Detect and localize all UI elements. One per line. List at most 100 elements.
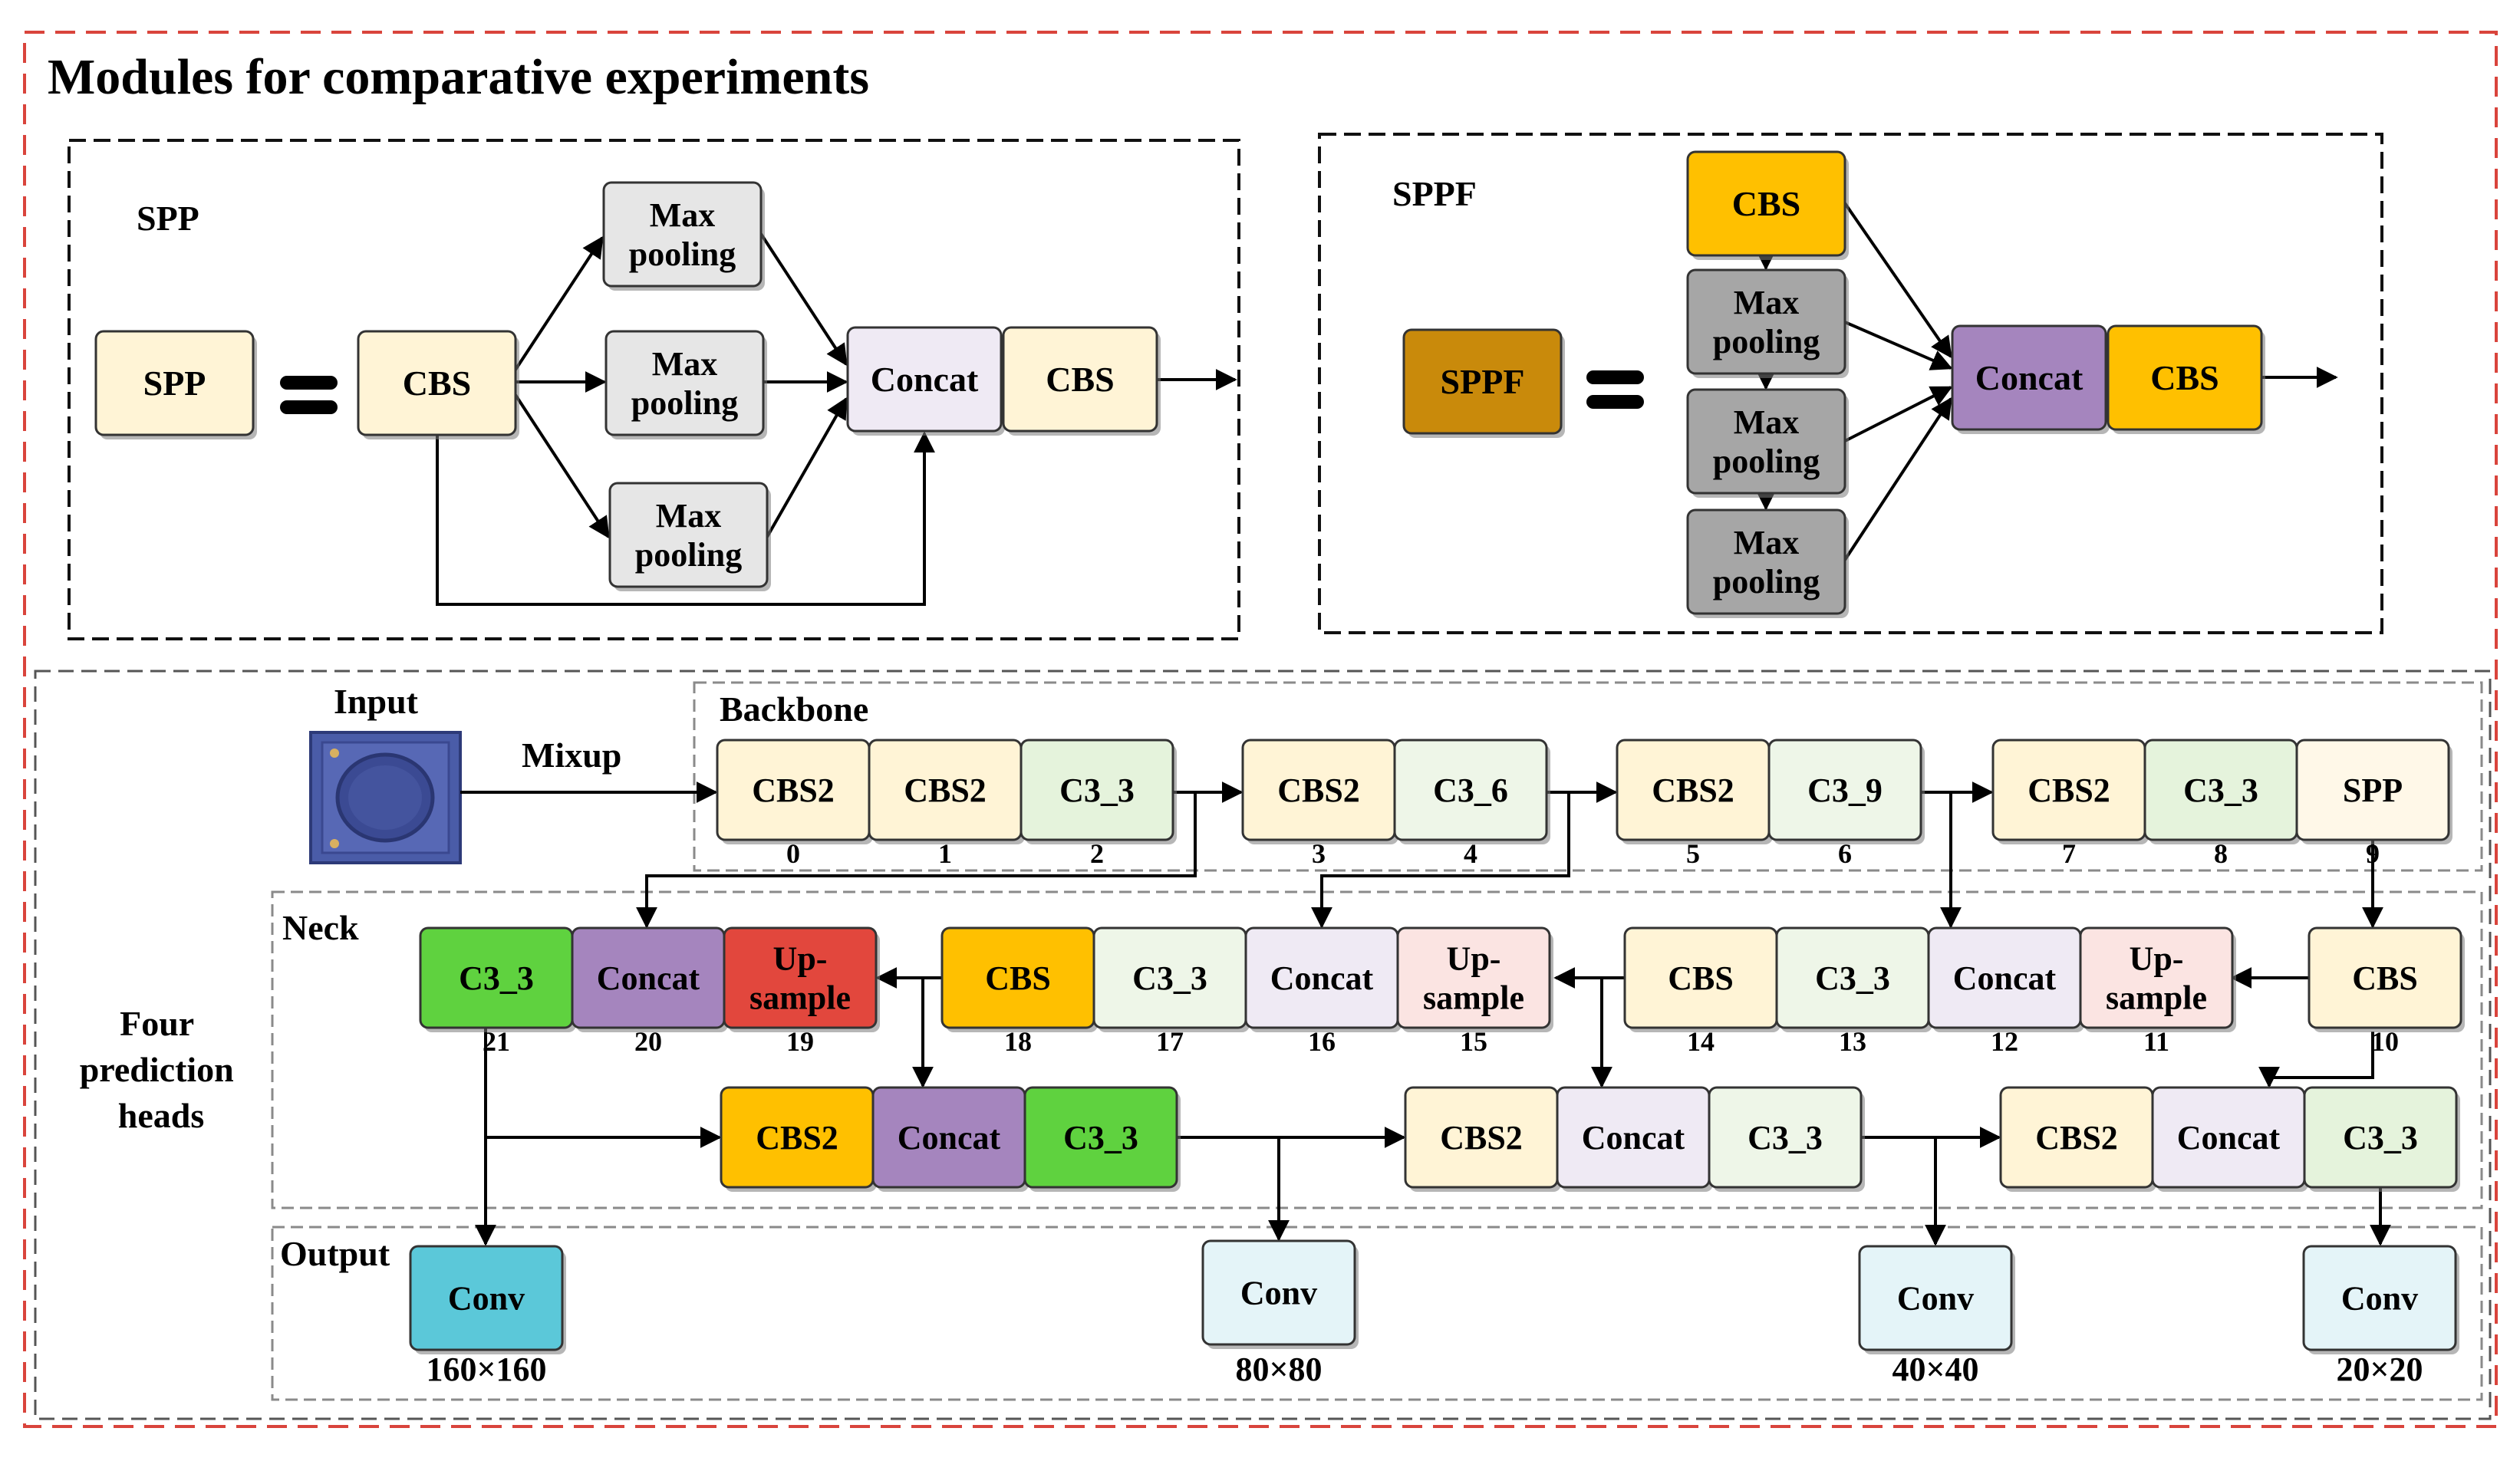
backbone-block-6-label: C3_9 (1807, 772, 1883, 809)
output-size: 20×20 (2336, 1351, 2423, 1388)
backbone-block-1-label: CBS2 (904, 772, 987, 809)
neck-bottom-block: CBS2 (1404, 1086, 1561, 1192)
backbone-block-2: C3_3 (1020, 739, 1177, 844)
neck-bottom-block-label: C3_3 (1063, 1119, 1138, 1157)
backbone-block-5: CBS2 (1616, 739, 1773, 844)
backbone-block-6: C3_9 (1767, 739, 1925, 844)
neck-block-18: CBS (940, 926, 1098, 1032)
heads-label-line: heads (118, 1096, 204, 1135)
mixup-label: Mixup (522, 735, 621, 775)
neck-index: 14 (1687, 1026, 1715, 1057)
backbone-block-0-label: CBS2 (752, 772, 835, 809)
backbone-block-7: CBS2 (1991, 739, 2149, 844)
spp-cbs-in-label: CBS (403, 364, 471, 403)
neck-bottom-block: CBS2 (720, 1086, 877, 1192)
neck-index: 21 (483, 1026, 510, 1057)
neck-block-15: Up-sample (1396, 926, 1553, 1032)
backbone-label: Backbone (720, 689, 868, 729)
neck-index: 16 (1308, 1026, 1336, 1057)
neck-block-21-label: C3_3 (459, 959, 534, 997)
neck-block-19-label: Up- (773, 940, 828, 978)
sppf-cbs-in: CBS (1686, 150, 1849, 260)
sppf-maxpool-1-label: Max (1734, 284, 1800, 321)
backbone-index: 1 (938, 838, 952, 869)
neck-bottom-block-label: C3_3 (2343, 1119, 2418, 1157)
neck-bottom-block-label: CBS2 (1440, 1119, 1523, 1157)
backbone-block-0: CBS2 (716, 739, 873, 844)
output-conv-3-label: Conv (2341, 1279, 2418, 1317)
output-size: 160×160 (426, 1351, 546, 1388)
sppf-panel-label: SPPF (1392, 174, 1477, 213)
neck-block-13-label: C3_3 (1815, 959, 1890, 997)
spp-cbs-out-label: CBS (1046, 360, 1114, 399)
output-conv-2: Conv (1858, 1245, 2015, 1354)
sppf-concat-label: Concat (1975, 358, 2084, 397)
neck-bottom-block: Concat (2151, 1086, 2308, 1192)
model-frame (34, 670, 2492, 1420)
spp-concat: Concat (846, 326, 1005, 436)
neck-bottom-block: Concat (871, 1086, 1029, 1192)
input-image-icon (309, 731, 462, 864)
page-title: Modules for comparative experiments (48, 49, 869, 105)
neck-block-12: Concat (1927, 926, 2084, 1032)
neck-bottom-block: Concat (1556, 1086, 1713, 1192)
sppf-concat: Concat (1951, 324, 2110, 434)
neck-index: 12 (1991, 1026, 2018, 1057)
neck-index: 10 (2371, 1026, 2399, 1057)
sppf-cbs-in-label: CBS (1732, 184, 1800, 223)
heads-label-line: prediction (80, 1050, 234, 1089)
backbone-index: 6 (1838, 838, 1852, 869)
backbone-block-3-label: CBS2 (1277, 772, 1360, 809)
output-conv-3: Conv (2302, 1245, 2459, 1354)
spp-lhs-block-label: SPP (143, 364, 206, 403)
backbone-index: 0 (786, 838, 800, 869)
neck-block-17-label: C3_3 (1132, 959, 1207, 997)
neck-index: 13 (1839, 1026, 1866, 1057)
backbone-block-9-label: SPP (2343, 772, 2403, 809)
neck-block-11-label: sample (2106, 979, 2207, 1016)
neck-block-10-label: CBS (2352, 959, 2418, 997)
backbone-block-4-label: C3_6 (1433, 772, 1508, 809)
neck-bottom-block: C3_3 (1708, 1086, 1865, 1192)
backbone-block-1: CBS2 (868, 739, 1025, 844)
backbone-block-8: C3_3 (2143, 739, 2301, 844)
backbone-index: 3 (1312, 838, 1326, 869)
output-conv-1: Conv (1201, 1239, 1359, 1349)
neck-bottom-block-label: Concat (2177, 1119, 2281, 1157)
output-conv-0: Conv (409, 1245, 566, 1354)
neck-block-19-label: sample (749, 979, 851, 1016)
backbone-block-3: CBS2 (1241, 739, 1398, 844)
input-label: Input (334, 682, 419, 721)
neck-index: 19 (786, 1026, 814, 1057)
sppf-cbs-out-label: CBS (2150, 358, 2219, 397)
neck-region (271, 890, 2483, 1209)
sppf-lhs-block-label: SPPF (1441, 362, 1525, 401)
sppf-maxpool-3-label: pooling (1713, 563, 1820, 601)
neck-index: 17 (1156, 1026, 1184, 1057)
neck-block-21: C3_3 (419, 926, 576, 1032)
neck-index: 20 (634, 1026, 662, 1057)
sppf-maxpool-2-label: Max (1734, 403, 1800, 441)
neck-bottom-block: CBS2 (1999, 1086, 2156, 1192)
spp-maxpool-1-label: pooling (629, 235, 736, 273)
spp-concat-label: Concat (871, 360, 979, 399)
sppf-lhs-block: SPPF (1402, 328, 1565, 438)
neck-block-16-label: Concat (1270, 959, 1374, 997)
output-conv-2-label: Conv (1897, 1279, 1974, 1317)
neck-block-20: Concat (571, 926, 728, 1032)
neck-bottom-block: C3_3 (1023, 1086, 1181, 1192)
sppf-maxpool-2-label: pooling (1713, 443, 1820, 480)
neck-index: 15 (1460, 1026, 1487, 1057)
sppf-panel (1318, 133, 2383, 634)
backbone-index: 9 (2366, 838, 2380, 869)
sppf-cbs-out: CBS (2107, 324, 2265, 434)
neck-index: 18 (1004, 1026, 1032, 1057)
backbone-block-5-label: CBS2 (1652, 772, 1734, 809)
output-region (271, 1226, 2483, 1401)
neck-block-11-label: Up- (2130, 940, 2184, 978)
